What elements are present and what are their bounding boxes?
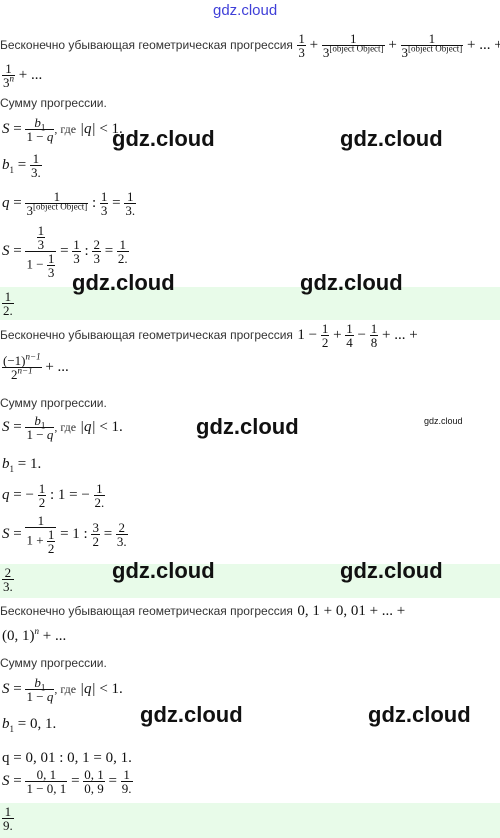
problem-2-statement: Бесконечно убывающая геометрическая прог…: [0, 322, 418, 349]
problem-1-task: Сумму прогрессии.: [0, 96, 107, 110]
watermark: gdz.cloud: [340, 558, 443, 583]
watermark: gdz.cloud: [300, 270, 403, 295]
problem-3-b1: b1 = 0, 1.: [2, 716, 57, 734]
problem-3-statement: Бесконечно убывающая геометрическая прог…: [0, 602, 405, 620]
problem-3-series: 0, 1 + 0, 01 + ... +: [297, 603, 406, 619]
problem-3-general-term: (0, 1)n + ...: [2, 626, 67, 645]
problem-1-statement: Бесконечно убывающая геометрическая прог…: [0, 32, 500, 59]
problem-3-title: Бесконечно убывающая геометрическая прог…: [0, 604, 293, 618]
answer-band-1: [0, 287, 500, 320]
problem-1-title: Бесконечно убывающая геометрическая прог…: [0, 37, 293, 52]
watermark-small: gdz.cloud: [424, 416, 463, 426]
problem-3-q: q = 0, 01 : 0, 1 = 0, 1.: [2, 750, 132, 766]
watermark: gdz.cloud: [72, 270, 175, 295]
problem-2-title: Бесконечно убывающая геометрическая прог…: [0, 327, 293, 342]
watermark: gdz.cloud: [112, 126, 215, 151]
watermark: gdz.cloud: [196, 414, 299, 439]
problem-3-task: Сумму прогрессии.: [0, 656, 107, 670]
answer-band-2: [0, 564, 500, 598]
problem-2-b1: b1 = 1.: [2, 456, 42, 474]
watermark: gdz.cloud: [140, 702, 243, 727]
problem-2-task: Сумму прогрессии.: [0, 396, 107, 410]
watermark: gdz.cloud: [112, 558, 215, 583]
watermark: gdz.cloud: [368, 702, 471, 727]
top-watermark: gdz.cloud: [213, 2, 278, 19]
answer-band-3: [0, 803, 500, 838]
watermark: gdz.cloud: [340, 126, 443, 151]
